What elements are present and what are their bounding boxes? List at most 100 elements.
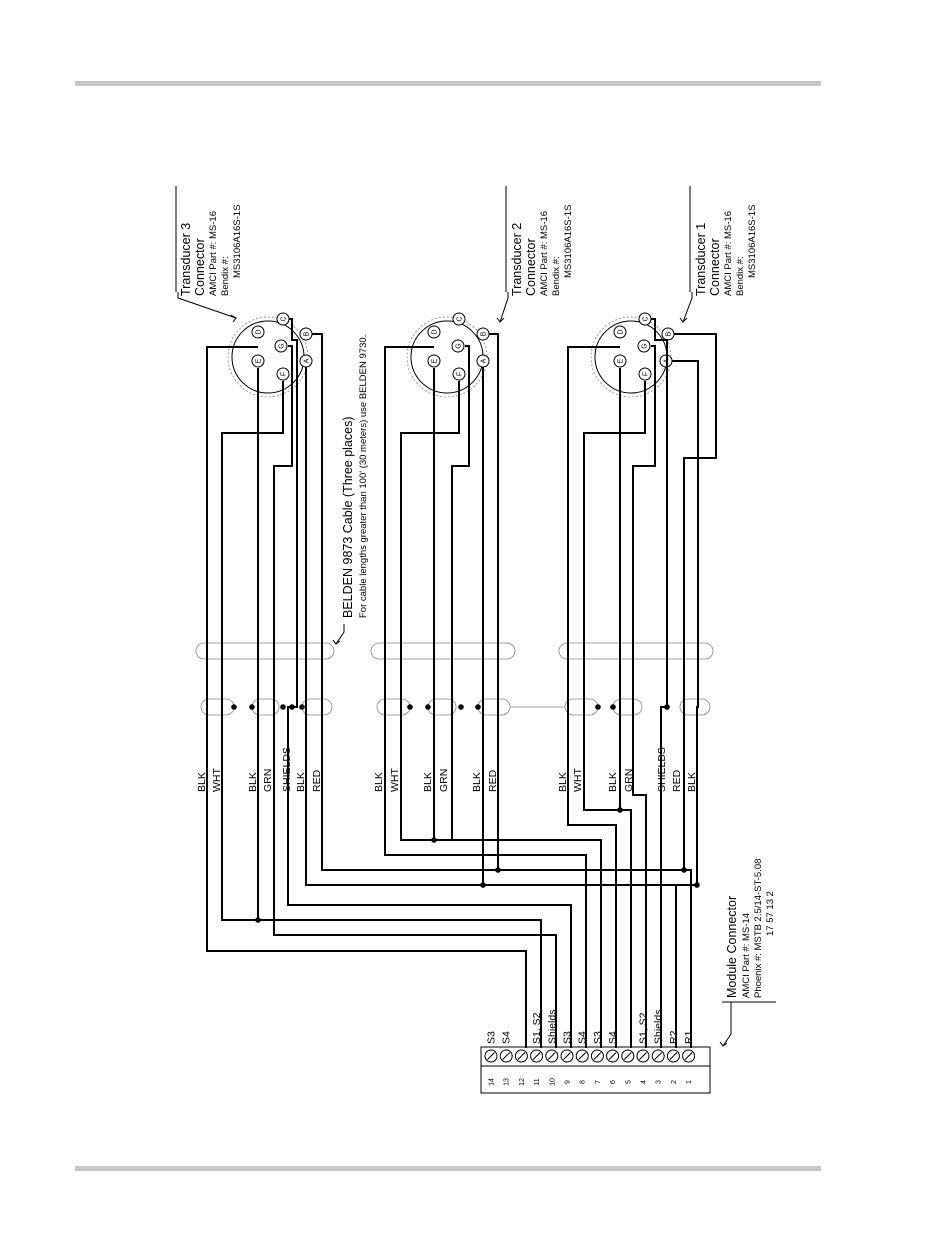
svg-text:A: A bbox=[481, 358, 488, 363]
transducer-1-pin-g: G bbox=[637, 339, 651, 353]
svg-text:F: F bbox=[643, 372, 650, 376]
terminal-number: 3 bbox=[656, 1080, 663, 1084]
svg-text:G: G bbox=[279, 343, 286, 348]
module-leader bbox=[722, 1002, 732, 1047]
svg-text:E: E bbox=[432, 358, 439, 363]
svg-text:WHT: WHT bbox=[389, 768, 401, 792]
terminal-label: S1, S2 bbox=[531, 1012, 543, 1044]
svg-text:Connector: Connector bbox=[524, 238, 538, 296]
svg-text:Transducer 1: Transducer 1 bbox=[694, 223, 708, 296]
terminal-screw-11 bbox=[530, 1049, 544, 1063]
wire-labels-t2: BLK WHT BLK GRN BLK RED bbox=[373, 768, 499, 792]
terminal-label: R2 bbox=[668, 1030, 680, 1044]
transducer-leaders bbox=[175, 186, 693, 323]
wire-labels-t3: BLK WHT BLK GRN SHIELDS BLK RED bbox=[196, 747, 323, 792]
transducer-3-pin-g: G bbox=[274, 339, 288, 353]
terminal-number: 13 bbox=[504, 1078, 511, 1086]
svg-text:A: A bbox=[304, 358, 311, 363]
transducer-1-label: Transducer 1 Connector AMCI Part #: MS-1… bbox=[694, 205, 758, 296]
svg-text:Module Connector: Module Connector bbox=[725, 896, 739, 998]
header-rule bbox=[75, 81, 821, 86]
svg-text:Phoenix #: MSTB 2.5/14-ST-5.: Phoenix #: MSTB 2.5/14-ST-5.08 bbox=[753, 859, 764, 998]
svg-text:F: F bbox=[457, 372, 464, 376]
svg-text:B: B bbox=[666, 331, 673, 336]
transducer-1-pin-b: B bbox=[661, 327, 675, 341]
terminal-screw-6 bbox=[606, 1049, 620, 1063]
terminal-label: S4 bbox=[501, 1031, 513, 1044]
svg-text:G: G bbox=[456, 343, 463, 348]
svg-text:For cable lengths greater than: For cable lengths greater than 100' (30 … bbox=[358, 335, 369, 618]
terminal-number: 7 bbox=[595, 1080, 602, 1084]
transducer-2-pin-c: C bbox=[452, 312, 466, 326]
transducer-3-pin-f: F bbox=[276, 367, 290, 381]
transducer-3-pin-b: B bbox=[299, 327, 313, 341]
terminal-number: 9 bbox=[565, 1080, 572, 1084]
transducer-3-pin-a: A bbox=[299, 354, 313, 368]
svg-text:BLK: BLK bbox=[247, 772, 259, 792]
svg-text:BELDEN 9873 Cable (Three plac: BELDEN 9873 Cable (Three places) bbox=[341, 417, 355, 619]
svg-text:AMCI Part #: MS-16: AMCI Part #: MS-16 bbox=[539, 211, 550, 296]
svg-text:B: B bbox=[304, 331, 311, 336]
svg-text:MS3106A16S-1S: MS3106A16S-1S bbox=[747, 205, 758, 278]
terminal-screw-12 bbox=[514, 1049, 528, 1063]
terminal-screw-13 bbox=[499, 1049, 513, 1063]
svg-text:RED: RED bbox=[671, 769, 683, 792]
svg-text:AMCI Part #: MS-14: AMCI Part #: MS-14 bbox=[741, 913, 752, 998]
svg-text:G: G bbox=[642, 343, 649, 348]
module-connector-label: Module Connector AMCI Part #: MS-14 Phoe… bbox=[725, 859, 776, 998]
cable-label: BELDEN 9873 Cable (Three places) For cab… bbox=[341, 335, 369, 618]
terminal-label: S4 bbox=[607, 1031, 619, 1044]
svg-text:17 57 13 2: 17 57 13 2 bbox=[765, 891, 776, 936]
terminal-label: S3 bbox=[562, 1031, 574, 1044]
svg-text:D: D bbox=[256, 329, 263, 334]
svg-text:BLK: BLK bbox=[422, 772, 434, 792]
terminal-number: 2 bbox=[671, 1080, 678, 1084]
svg-text:SHIELDS: SHIELDS bbox=[281, 747, 293, 792]
transducer-2-pin-g: G bbox=[451, 339, 465, 353]
svg-text:Bendix #:: Bendix #: bbox=[220, 256, 231, 296]
svg-text:Connector: Connector bbox=[708, 238, 722, 296]
terminal-screw-7 bbox=[590, 1049, 604, 1063]
svg-text:BLK: BLK bbox=[373, 772, 385, 792]
svg-text:BLK: BLK bbox=[686, 772, 698, 792]
footer-rule bbox=[75, 1166, 821, 1171]
svg-text:B: B bbox=[481, 331, 488, 336]
svg-text:GRN: GRN bbox=[438, 769, 450, 792]
svg-text:RED: RED bbox=[311, 769, 323, 792]
terminal-label: S3 bbox=[592, 1031, 604, 1044]
terminal-number: 6 bbox=[610, 1080, 617, 1084]
junction-dots bbox=[231, 704, 700, 923]
transducer-2-pin-e: E bbox=[427, 354, 441, 368]
terminal-screw-9 bbox=[560, 1049, 574, 1063]
transducer-2-pin-f: F bbox=[452, 367, 466, 381]
terminal-screw-8 bbox=[575, 1049, 589, 1063]
svg-text:C: C bbox=[643, 316, 650, 321]
svg-text:BLK: BLK bbox=[607, 772, 619, 792]
terminal-label: Shields bbox=[653, 1010, 665, 1044]
transducer-3-pin-d: D bbox=[251, 325, 265, 339]
svg-text:GRN: GRN bbox=[623, 769, 635, 792]
svg-text:Connector: Connector bbox=[193, 238, 207, 296]
terminal-number: 1 bbox=[686, 1080, 693, 1084]
transducer-2-pin-a: A bbox=[476, 354, 490, 368]
svg-text:Transducer 2: Transducer 2 bbox=[510, 223, 524, 296]
transducer-3-pin-c: C bbox=[276, 312, 290, 326]
svg-text:BLK: BLK bbox=[295, 772, 307, 792]
terminal-label: R1 bbox=[683, 1030, 695, 1044]
transducer-1-pin-f: F bbox=[638, 367, 652, 381]
transducer-2-pin-d: D bbox=[427, 325, 441, 339]
terminal-screw-4 bbox=[636, 1049, 650, 1063]
svg-text:E: E bbox=[256, 358, 263, 363]
svg-text:MS3106A16S-1S: MS3106A16S-1S bbox=[232, 205, 243, 278]
terminal-number: 11 bbox=[534, 1078, 541, 1085]
svg-text:Transducer 3: Transducer 3 bbox=[179, 223, 193, 296]
terminal-screw-14 bbox=[484, 1049, 498, 1063]
svg-text:AMCI Part #: MS-16: AMCI Part #: MS-16 bbox=[723, 211, 734, 296]
svg-text:E: E bbox=[618, 358, 625, 363]
svg-text:WHT: WHT bbox=[211, 768, 223, 792]
svg-text:Bendix #:: Bendix #: bbox=[735, 256, 746, 296]
transducer-1-pin-e: E bbox=[613, 354, 627, 368]
